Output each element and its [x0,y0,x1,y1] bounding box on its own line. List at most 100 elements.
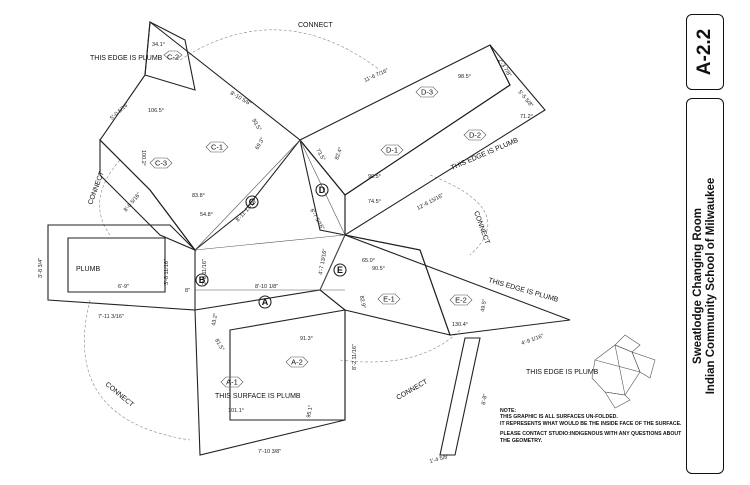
svg-text:A-1: A-1 [226,378,238,387]
dim-label: 6'-9" [118,284,129,290]
dim-label: 83.8° [192,193,205,199]
panel-label-d1: D-1 [380,144,404,156]
note-line: THE GEOMETRY. [500,437,543,444]
note-line: IT REPRESENTS WHAT WOULD BE THE INSIDE F… [500,420,682,427]
3d-key-thumbnail [591,334,656,409]
dim-label: 91.3° [300,336,313,342]
dim-label: 71.2° [520,114,533,120]
dim-label: 2'-8 11/16" [202,259,208,285]
dim-label: 74.5° [368,199,381,205]
panel-labels: C-2 C-1 C-3 D-3 D-1 D-2 E-1 E-2 A-2 A-1 [149,50,487,388]
dim-label: 8'-10 1/8" [255,284,278,290]
panel-label-a1: A-1 [220,376,244,388]
panel-label-e1: E-1 [377,293,401,305]
panel-e2-outline [344,234,571,336]
dim-label: 6'-7 5/16" [308,208,325,231]
dim-label: 106.5° [148,108,164,114]
connect-label: CONNECT [87,170,106,206]
dim-label: 49.5° [480,299,488,313]
fold-marker-a: A [258,295,272,309]
dim-label: 1'-4 5/8" [429,454,450,465]
panel-b-inner [67,237,166,293]
svg-text:C-1: C-1 [211,143,223,152]
dim-label: 4'-7 13/16" [318,248,328,275]
dim-label: 95.1° [306,405,314,419]
panel-label-c3: C-3 [149,157,173,169]
dim-label: 65.0° [362,258,375,264]
fold-marker-b: B [195,273,209,287]
sheet-number-box: A-2.2 [686,14,724,90]
dim-label: 5'-5 5/8" [516,89,534,108]
dim-label: 73.5° [314,148,326,162]
panel-label-d3: D-3 [415,86,439,98]
dim-label: 43.2° [211,313,219,327]
dim-label: 3'-8 11/16" [164,259,170,285]
svg-text:E-1: E-1 [383,295,395,304]
panel-label-a2: A-2 [285,356,309,368]
note-line: THIS GRAPHIC IS ALL SURFACES UN-FOLDED. [500,414,618,421]
dim-label: 81.5° [213,338,225,352]
fold-marker-c: C [245,195,259,209]
dim-label: 34.1° [152,42,165,48]
dim-label: 82.4° [334,147,344,161]
fold-marker-e: E [333,263,347,277]
fold-marker-d: D [315,183,329,197]
panel-label-d2: D-2 [463,129,487,141]
surface-plumb-callout: THIS SURFACE IS PLUMB [215,393,301,400]
project-title-box: Sweatlodge Changing Room Indian Communit… [686,98,724,474]
connect-label: CONNECT [472,210,491,246]
plumb-callout: PLUMB [76,266,100,273]
project-title-line2: Indian Community School of Milwaukee [705,177,717,395]
dim-label: 54.8° [200,212,213,218]
svg-text:E: E [337,265,343,275]
dim-label: 6'-8" [481,393,489,405]
dim-label: 4'-9 1/16" [521,333,545,347]
panel-label-c2: C-2 [163,50,183,62]
svg-text:C-2: C-2 [167,53,179,62]
svg-text:D-3: D-3 [421,88,433,97]
dim-label: 130.4° [452,322,468,328]
svg-text:A: A [262,297,269,307]
panel-c3-outline [99,138,197,252]
connect-label: CONNECT [298,22,333,29]
dim-label: 12'-6 15/16" [416,193,445,212]
svg-text:B: B [199,275,206,285]
svg-text:D: D [319,185,326,195]
dim-label: 8'-0 5/16" [123,192,143,214]
fold-markers: A B C D E [195,183,347,309]
dim-label: 8" [185,288,190,294]
edge-plumb-callout: THIS EDGE IS PLUMB [90,55,163,62]
svg-text:C: C [249,197,256,207]
fold-lines [194,139,346,291]
panel-label-e2: E-2 [449,294,473,306]
connect-label: CONNECT [396,378,430,402]
svg-text:A-2: A-2 [291,358,303,367]
dim-label: 7'-10 3/8" [258,449,281,455]
panel-low-strip [439,337,481,456]
svg-text:D-2: D-2 [469,131,481,140]
edge-plumb-callout: THIS EDGE IS PLUMB [526,369,599,376]
dim-label: 69.3° [255,137,267,151]
panel-b-outline [47,224,196,311]
note-block: NOTE: THIS GRAPHIC IS ALL SURFACES UN-FO… [500,408,681,444]
dim-label: 93.5° [250,118,262,132]
edge-plumb-callout: THIS EDGE IS PLUMB [487,277,559,304]
dim-label: 8'-2 11/16" [352,344,358,370]
dim-label: 8'-11 13/16" [235,198,259,224]
panel-d3-outline [299,44,511,196]
svg-text:E-2: E-2 [455,296,467,305]
sheet-number: A-2.2 [694,28,715,76]
dim-label: 5'-0 5/16" [109,101,130,121]
dim-label: 3'-8 3/4" [38,258,44,278]
project-title: Sweatlodge Changing Room Indian Communit… [692,178,718,395]
svg-text:D-1: D-1 [386,146,398,155]
dim-label: 90.5° [368,174,381,180]
project-title-line1: Sweatlodge Changing Room [692,208,704,364]
panel-label-c1: C-1 [205,141,229,153]
dim-label: 90.5° [372,266,385,272]
dim-label: 7'-11 3/16" [98,314,124,320]
edge-plumb-callout: THIS EDGE IS PLUMB [450,137,520,172]
panel-outlines [47,20,571,456]
dim-label: 11'-6 7/16" [363,68,389,84]
